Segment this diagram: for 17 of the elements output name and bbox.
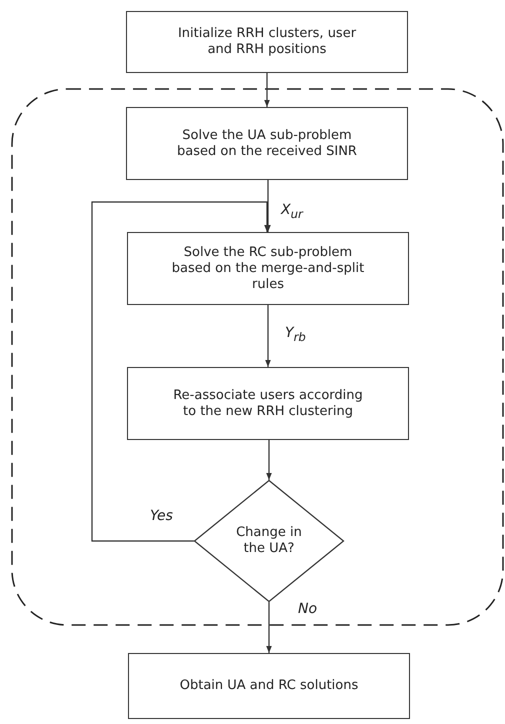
arrow (266, 602, 272, 653)
arrow (265, 180, 271, 232)
process-box (126, 107, 408, 180)
arrow (264, 73, 270, 107)
process-box (128, 653, 410, 719)
step-text: Solve the RC sub-problem based on the merge-and-split rules (170, 244, 366, 292)
process-box (127, 232, 409, 305)
decision-text: Change in the UA? (235, 525, 303, 557)
arrow (265, 305, 271, 367)
step-text: Obtain UA and RC solutions (178, 678, 360, 694)
arrow (266, 440, 272, 480)
step-text: Initialize RRH clusters, user and RRH positions (176, 26, 358, 58)
step-text: Solve the UA sub-problem based on the received SINR (176, 128, 358, 160)
process-box (126, 11, 408, 73)
arrow (91, 201, 270, 542)
process-box (127, 367, 409, 440)
step-text: Re-associate users according to the new RRH clustering (172, 388, 364, 420)
